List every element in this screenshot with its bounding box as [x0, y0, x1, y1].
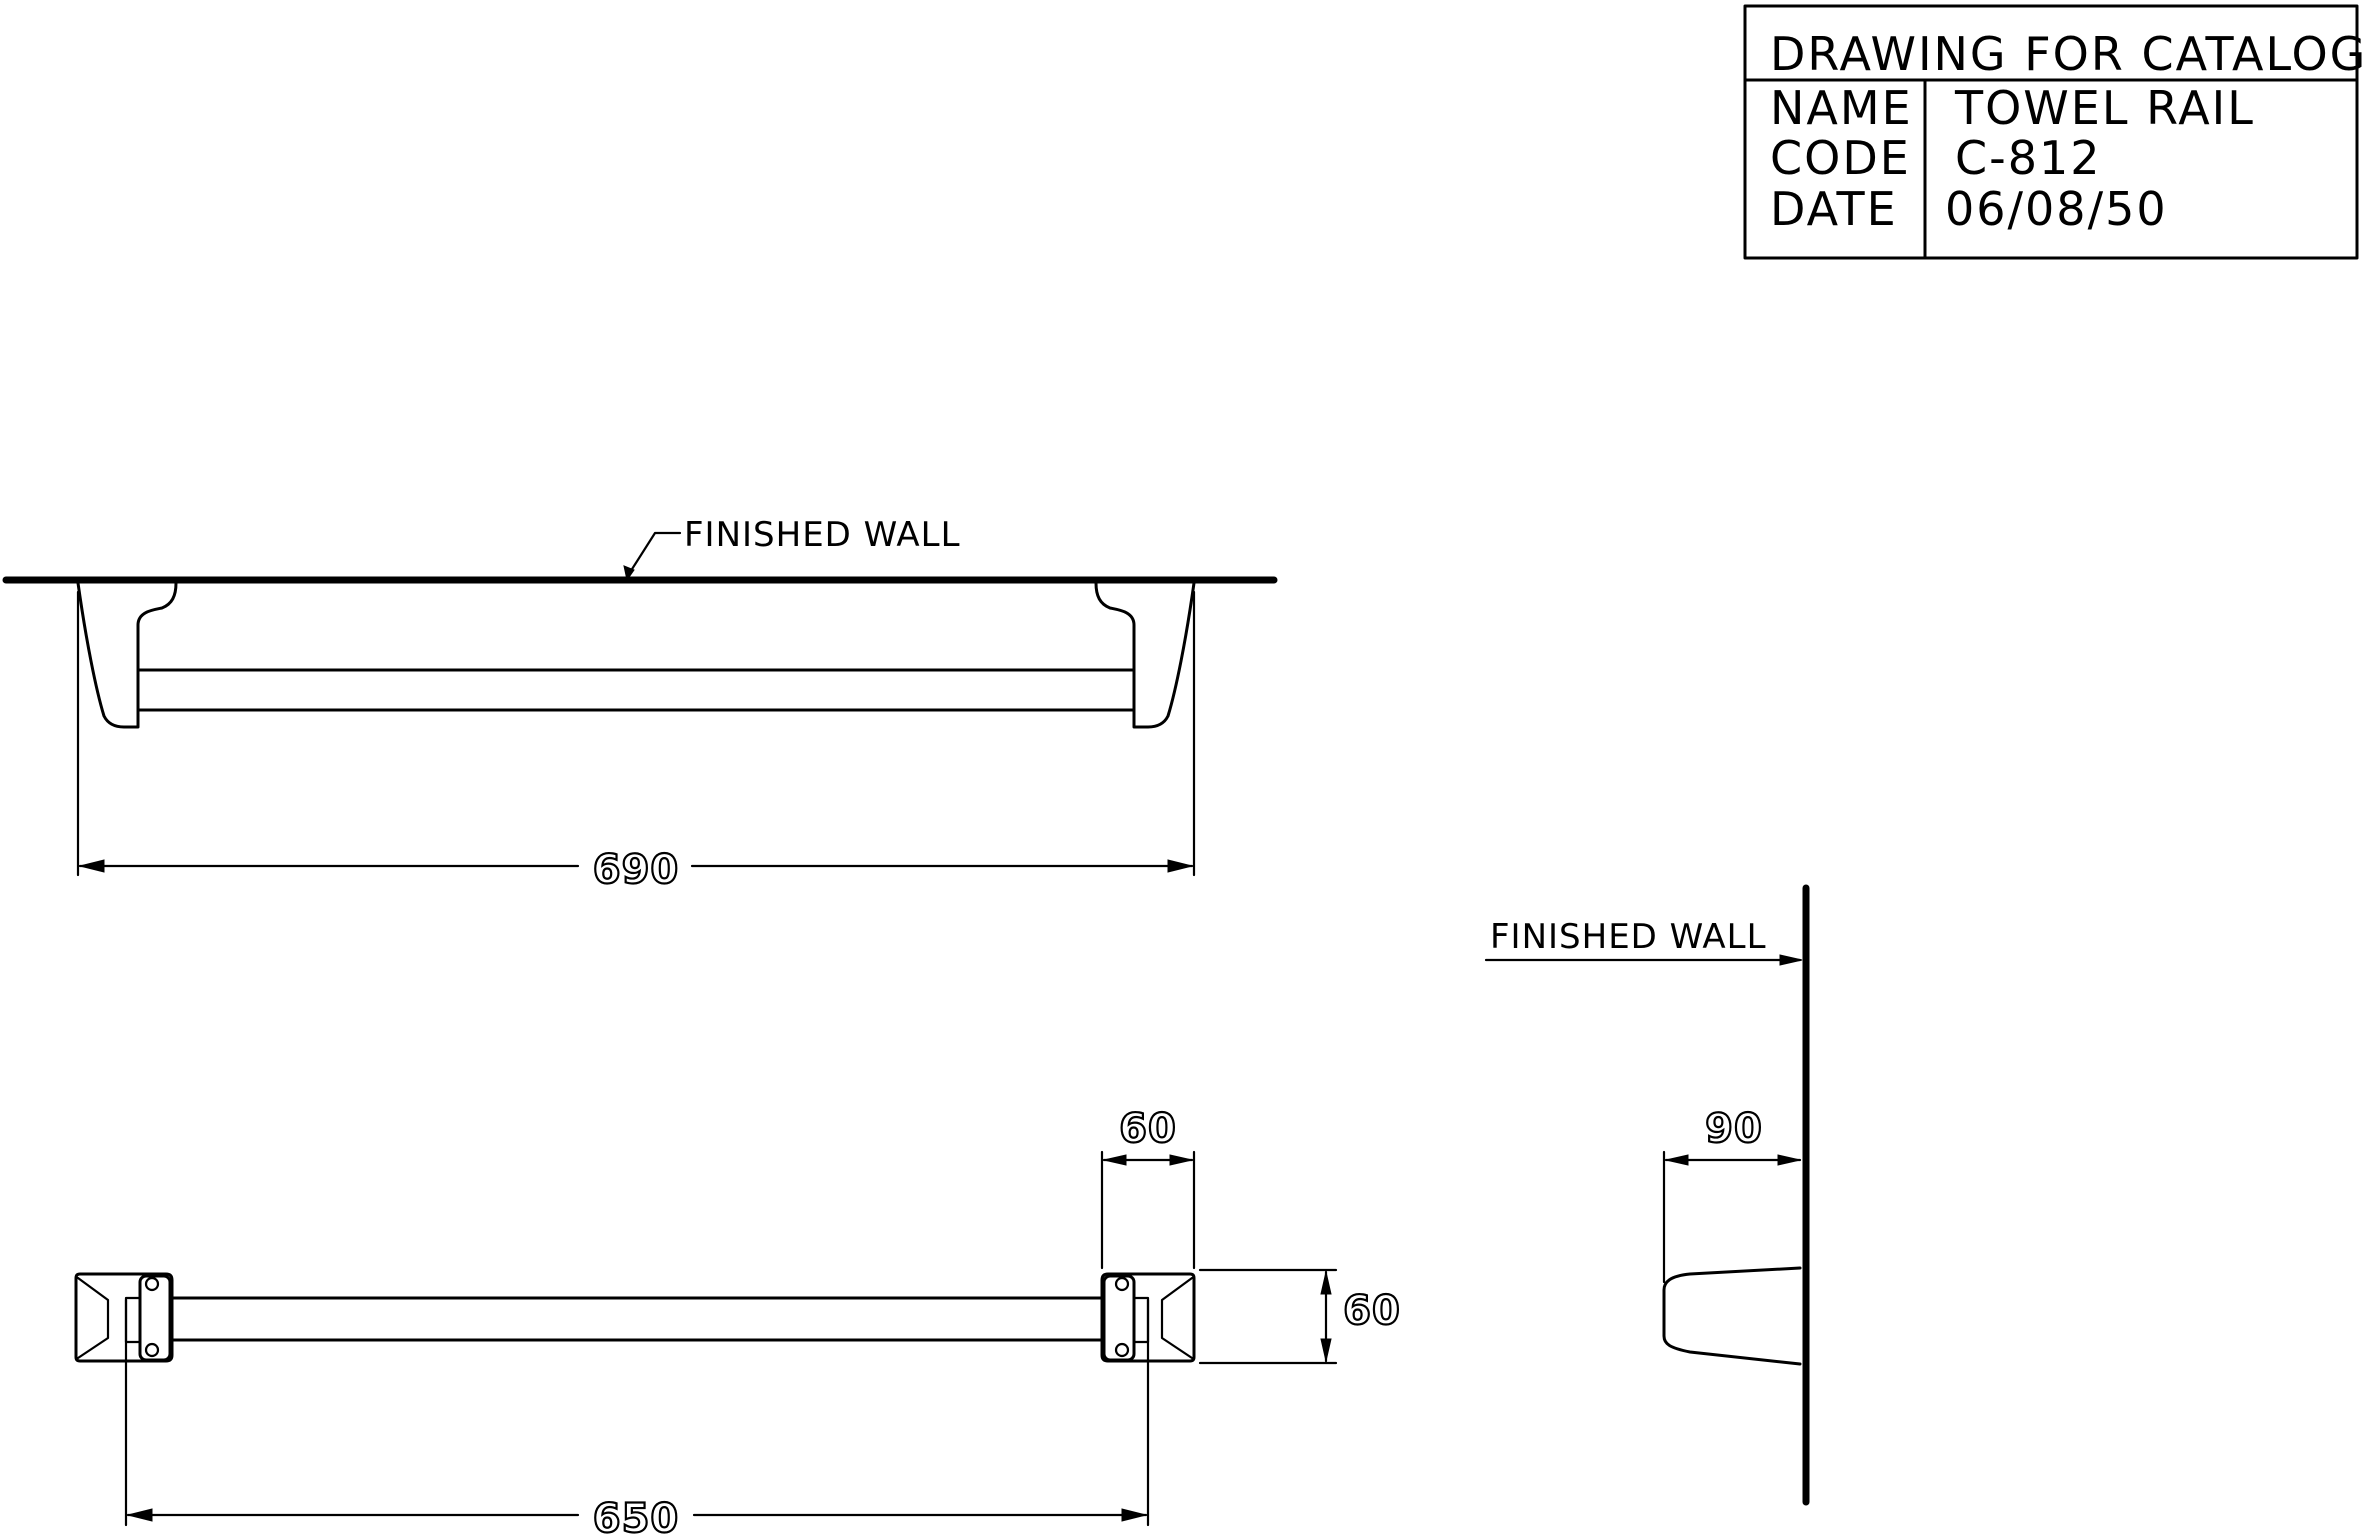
front-view: FINISHED WALL 690	[2, 515, 1278, 894]
side-view: FINISHED WALL 90	[1484, 884, 1810, 1506]
dim-bracket-width: 60	[1119, 1106, 1177, 1152]
side-bracket	[1662, 1266, 1802, 1366]
date-value: 06/08/50	[1945, 182, 2168, 236]
name-label: NAME	[1770, 81, 1913, 135]
dim-rail-centers: 650	[593, 1496, 680, 1539]
plan-rail	[168, 1296, 1106, 1342]
front-wall-leader	[625, 531, 682, 579]
dim-projection: 90	[1705, 1106, 1763, 1152]
right-plate	[1100, 1272, 1196, 1363]
right-bracket	[1094, 581, 1196, 729]
left-bracket	[76, 581, 178, 729]
code-value: C-812	[1955, 131, 2102, 185]
name-value: TOWEL RAIL	[1954, 81, 2255, 135]
front-rail	[136, 668, 1136, 712]
dim-bracket-height: 60	[1343, 1288, 1401, 1334]
code-label: CODE	[1770, 131, 1911, 185]
title-block: DRAWING FOR CATALOG NAME TOWEL RAIL CODE…	[1743, 4, 2362, 260]
title-block-heading: DRAWING FOR CATALOG	[1770, 27, 2362, 81]
dim-overall-width: 690	[593, 847, 680, 893]
side-wall-note: FINISHED WALL	[1490, 917, 1767, 957]
front-wall-note: FINISHED WALL	[684, 515, 961, 555]
plan-view: 60 60 650	[74, 1105, 1401, 1539]
date-label: DATE	[1770, 182, 1898, 236]
